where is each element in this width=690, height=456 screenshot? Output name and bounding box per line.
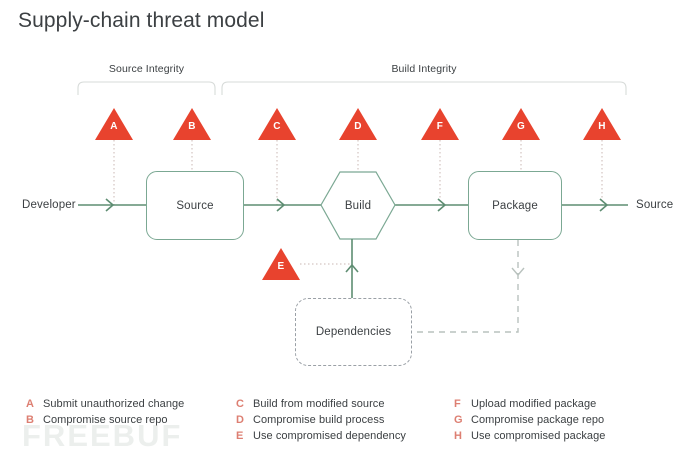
legend-key: E bbox=[236, 430, 244, 442]
node-dependencies[interactable]: Dependencies bbox=[295, 298, 412, 366]
legend-item: E Use compromised dependency bbox=[236, 430, 454, 445]
threat-marker-h[interactable]: H bbox=[583, 108, 621, 140]
threat-marker-letter: G bbox=[516, 121, 526, 132]
threat-marker-letter: E bbox=[277, 261, 285, 272]
threat-marker-e[interactable]: E bbox=[262, 248, 300, 280]
threat-marker-g[interactable]: G bbox=[502, 108, 540, 140]
build-node-shape bbox=[320, 171, 396, 240]
warning-triangle-icon bbox=[583, 108, 621, 140]
node-dependencies-label: Dependencies bbox=[315, 326, 392, 338]
threat-stems bbox=[113, 140, 603, 205]
warning-triangle-icon bbox=[502, 108, 540, 140]
threat-marker-b[interactable]: B bbox=[173, 108, 211, 140]
legend-text: Compromise build process bbox=[253, 414, 385, 426]
legend-key: G bbox=[454, 414, 463, 426]
legend-key: F bbox=[454, 398, 461, 410]
legend-item: G Compromise package repo bbox=[454, 414, 674, 429]
threat-marker-f[interactable]: F bbox=[421, 108, 459, 140]
legend-column-3: F Upload modified package G Compromise p… bbox=[454, 398, 674, 445]
warning-triangle-icon bbox=[339, 108, 377, 140]
threat-marker-letter: H bbox=[598, 121, 606, 132]
warning-triangle-icon bbox=[258, 108, 296, 140]
legend-text: Compromise source repo bbox=[43, 414, 168, 426]
legend-item: F Upload modified package bbox=[454, 398, 674, 413]
legend-text: Build from modified source bbox=[253, 398, 385, 410]
warning-triangle-icon bbox=[95, 108, 133, 140]
warning-triangle-icon bbox=[262, 248, 300, 280]
legend-column-2: C Build from modified source D Compromis… bbox=[236, 398, 454, 445]
legend-key: C bbox=[236, 398, 245, 410]
legend-key: D bbox=[236, 414, 245, 426]
node-build[interactable]: Build bbox=[321, 172, 395, 239]
dependency-flow-arrow bbox=[345, 239, 359, 298]
package-to-dependencies-arrowhead bbox=[511, 267, 525, 277]
legend-item: H Use compromised package bbox=[454, 430, 674, 445]
warning-triangle-icon bbox=[421, 108, 459, 140]
legend-text: Use compromised package bbox=[471, 430, 606, 442]
node-source-label: Source bbox=[176, 199, 214, 212]
legend: A Submit unauthorized change B Compromis… bbox=[26, 398, 676, 445]
package-to-dependencies-link bbox=[412, 240, 519, 333]
node-source[interactable]: Source bbox=[146, 171, 244, 240]
legend-key: A bbox=[26, 398, 35, 410]
warning-triangle-icon bbox=[173, 108, 211, 140]
legend-item: D Compromise build process bbox=[236, 414, 454, 429]
legend-text: Submit unauthorized change bbox=[43, 398, 185, 410]
threat-marker-letter: C bbox=[273, 121, 281, 132]
threat-marker-letter: F bbox=[436, 121, 444, 132]
legend-item: C Build from modified source bbox=[236, 398, 454, 413]
threat-marker-d[interactable]: D bbox=[339, 108, 377, 140]
pipeline-flow bbox=[78, 198, 628, 212]
node-build-label: Build bbox=[344, 199, 372, 212]
node-package[interactable]: Package bbox=[468, 171, 562, 240]
endpoint-developer: Developer bbox=[22, 199, 76, 211]
threat-marker-letter: D bbox=[354, 121, 362, 132]
bracket-build-integrity bbox=[221, 81, 627, 95]
threat-marker-letter: A bbox=[110, 121, 118, 132]
node-package-label: Package bbox=[492, 199, 538, 212]
legend-item: A Submit unauthorized change bbox=[26, 398, 236, 413]
legend-text: Compromise package repo bbox=[471, 414, 605, 426]
page-title: Supply-chain threat model bbox=[18, 9, 265, 32]
endpoint-source-consumer: Source bbox=[636, 199, 674, 211]
bracket-source-integrity bbox=[77, 81, 216, 95]
legend-key: B bbox=[26, 414, 35, 426]
legend-text: Upload modified package bbox=[471, 398, 597, 410]
threat-marker-a[interactable]: A bbox=[95, 108, 133, 140]
threat-marker-c[interactable]: C bbox=[258, 108, 296, 140]
legend-text: Use compromised dependency bbox=[253, 430, 406, 442]
legend-item: B Compromise source repo bbox=[26, 414, 236, 429]
legend-column-1: A Submit unauthorized change B Compromis… bbox=[26, 398, 236, 445]
group-label-source-integrity: Source Integrity bbox=[108, 63, 185, 75]
legend-key: H bbox=[454, 430, 463, 442]
threat-marker-letter: B bbox=[188, 121, 196, 132]
group-label-build-integrity: Build Integrity bbox=[391, 63, 457, 75]
